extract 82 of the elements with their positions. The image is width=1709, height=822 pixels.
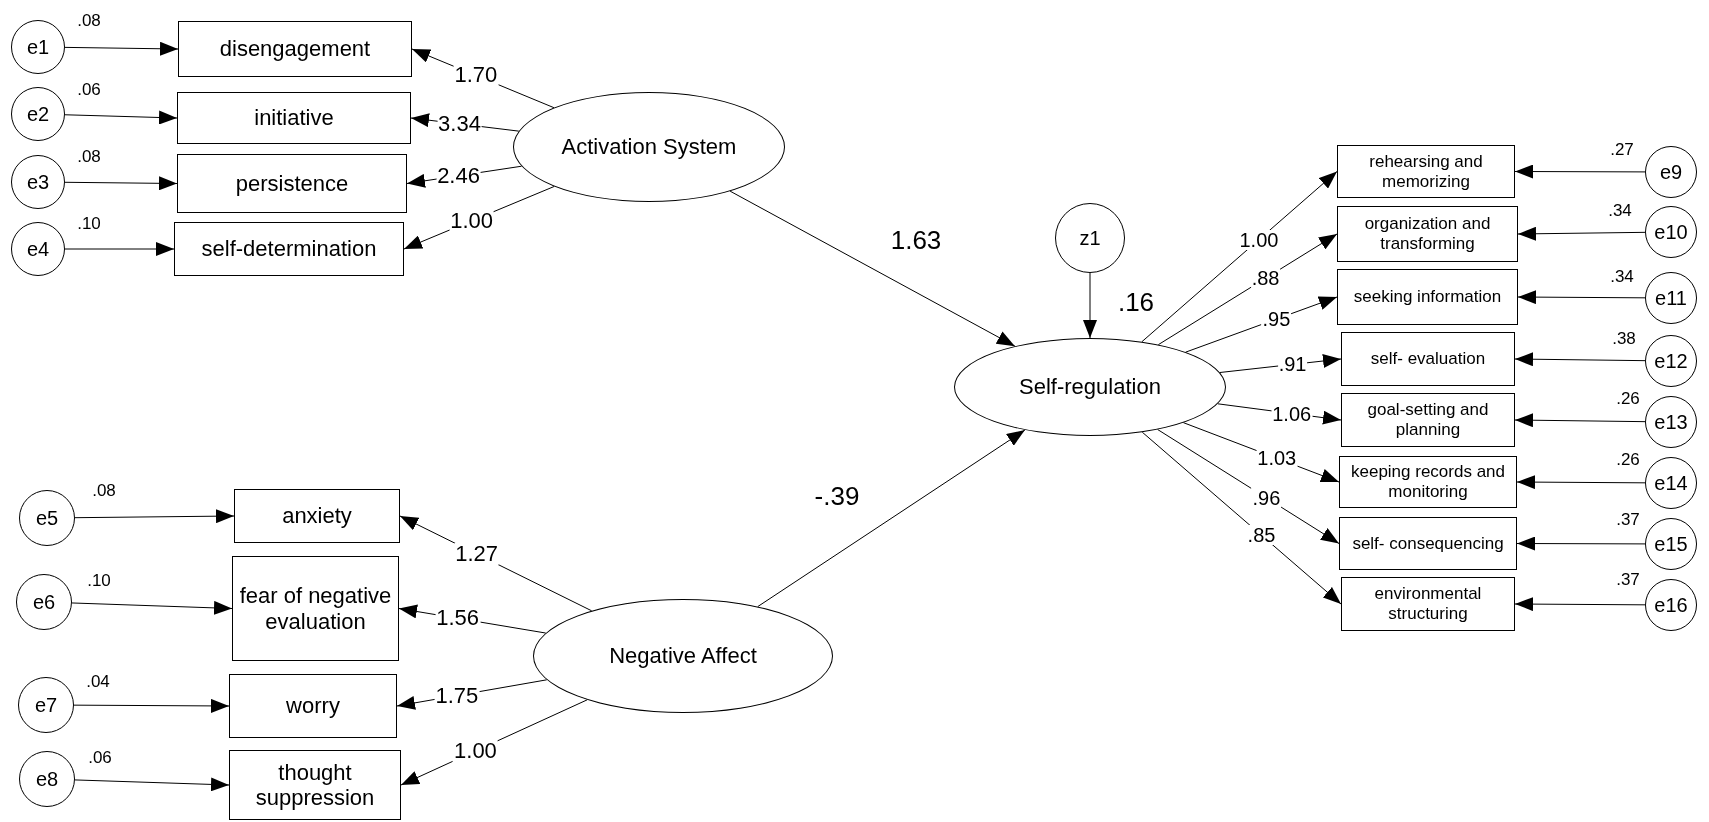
arrow <box>64 110 178 125</box>
error-circle: e16 <box>1645 579 1697 631</box>
error-circle: e15 <box>1645 518 1697 570</box>
variable-box: self- consequencing <box>1339 517 1517 570</box>
variance-label: .26 <box>1616 450 1640 468</box>
arrow <box>757 429 1026 608</box>
error-circle: e11 <box>1645 272 1697 324</box>
arrow <box>73 698 230 713</box>
arrow <box>1517 290 1646 305</box>
variance-label: .27 <box>1610 140 1634 158</box>
edge-label: .96 <box>1251 487 1282 508</box>
error-circle: e7 <box>18 677 74 733</box>
variable-box: rehearsing and memorizing <box>1337 145 1515 198</box>
arrow <box>64 41 179 56</box>
variance-label: .38 <box>1612 329 1636 347</box>
arrow <box>729 190 1016 347</box>
arrow <box>64 242 175 256</box>
latent-ellipse: Self-regulation <box>954 338 1226 436</box>
variance-label: .04 <box>86 672 110 690</box>
variable-box: persistence <box>177 154 407 213</box>
variable-box: worry <box>229 674 397 738</box>
error-circle: e4 <box>11 222 65 276</box>
edge-label: 1.27 <box>454 542 500 565</box>
variable-box: seeking information <box>1337 269 1518 325</box>
arrow <box>74 509 235 524</box>
latent-ellipse: Negative Affect <box>533 599 833 713</box>
arrow <box>1517 226 1646 241</box>
error-circle: e9 <box>1645 146 1697 198</box>
variable-box: organization and transforming <box>1337 206 1518 262</box>
edge-label: 1.03 <box>1256 448 1298 469</box>
edge-label: .85 <box>1246 525 1277 546</box>
error-circle: e1 <box>11 20 65 74</box>
error-circle: z1 <box>1055 203 1125 273</box>
variable-box: self-determination <box>174 222 404 276</box>
arrow <box>1083 272 1097 339</box>
variable-box: environmental structuring <box>1341 577 1515 631</box>
arrow <box>74 777 230 792</box>
edge-label: 1.00 <box>453 739 498 762</box>
error-circle: e8 <box>19 751 75 807</box>
edge-label: 1.00 <box>449 209 494 232</box>
arrow <box>64 176 178 191</box>
variance-label: .08 <box>77 11 101 29</box>
variance-label: .10 <box>77 214 101 232</box>
error-circle: e6 <box>16 574 72 630</box>
variance-label: .08 <box>92 481 116 499</box>
variance-label: .06 <box>77 80 101 98</box>
arrow <box>1516 475 1646 490</box>
error-circle: e14 <box>1645 457 1697 509</box>
arrow <box>1514 352 1646 367</box>
variance-label: .34 <box>1608 201 1632 219</box>
variance-label: .37 <box>1616 510 1640 528</box>
edge-label: 1.70 <box>453 64 499 87</box>
variable-box: thought suppression <box>229 750 401 820</box>
arrow <box>1516 536 1646 551</box>
variable-box: fear of negative evaluation <box>232 556 399 661</box>
error-circle: e13 <box>1645 396 1697 448</box>
variance-label: .10 <box>87 571 111 589</box>
variable-box: self- evaluation <box>1341 332 1515 386</box>
latent-ellipse: Activation System <box>513 92 785 202</box>
arrow <box>1514 597 1646 612</box>
error-circle: e10 <box>1645 206 1697 258</box>
arrow <box>1141 171 1338 343</box>
variance-label: .06 <box>88 748 112 766</box>
error-circle: e3 <box>11 155 65 209</box>
arrow <box>71 600 233 615</box>
variable-box: initiative <box>177 92 411 144</box>
variable-box: anxiety <box>234 489 400 543</box>
error-circle: e12 <box>1645 335 1697 387</box>
variance-label: .37 <box>1616 570 1640 588</box>
variable-box: goal-setting and planning <box>1341 393 1515 447</box>
edge-label: .88 <box>1250 268 1281 289</box>
error-circle: e2 <box>11 87 65 141</box>
variance-label: .26 <box>1616 389 1640 407</box>
edge-label: 1.00 <box>1238 229 1280 250</box>
variance-label: .08 <box>77 147 101 165</box>
variable-box: disengagement <box>178 21 412 77</box>
variance-label: .34 <box>1610 267 1634 285</box>
arrow <box>1514 413 1646 428</box>
variable-box: keeping records and monitoring <box>1339 456 1517 508</box>
arrow <box>1514 164 1646 179</box>
arrow <box>1141 431 1342 605</box>
error-circle: e5 <box>19 490 75 546</box>
